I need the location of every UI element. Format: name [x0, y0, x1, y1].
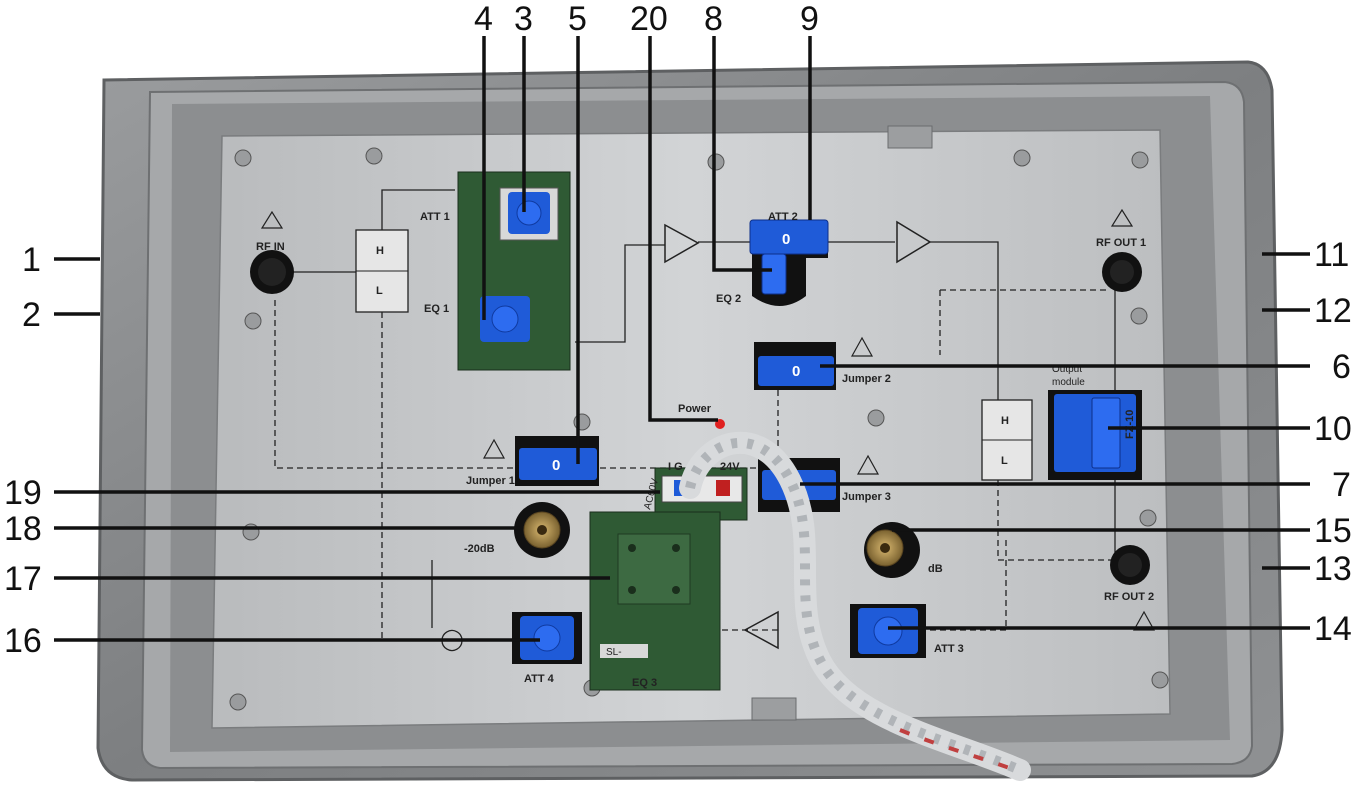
amplifier-symbols: [664, 220, 932, 650]
callout-7: 7: [1332, 466, 1351, 504]
rf-out1-label: RF OUT 1: [1096, 237, 1146, 249]
callout-9: 9: [800, 0, 819, 38]
att1-eq1-board: ATT 1 EQ 1: [420, 171, 571, 371]
callout-19: 19: [4, 474, 42, 512]
eq1-label: EQ 1: [424, 303, 449, 315]
jumper2-value: 0: [792, 363, 800, 380]
callout-15: 15: [1314, 512, 1352, 550]
att4-label: ATT 4: [524, 673, 555, 685]
att3-module: ATT 3: [850, 604, 964, 658]
att4-module: ATT 4: [512, 612, 582, 685]
eq2-label: EQ 2: [716, 293, 741, 305]
callout-13: 13: [1314, 550, 1352, 588]
jumper1-label: Jumper 1: [466, 475, 515, 487]
diplexer-right: H L: [981, 399, 1033, 481]
test-point-right-label: dB: [928, 563, 943, 575]
rf-in-label: RF IN: [256, 241, 285, 253]
callout-10: 10: [1314, 410, 1352, 448]
callout-20: 20: [630, 0, 668, 38]
callout-16: 16: [4, 622, 42, 660]
jumper2-label: Jumper 2: [842, 373, 891, 385]
att2-label: ATT 2: [768, 211, 798, 223]
callout-2: 2: [22, 296, 41, 334]
callout-3: 3: [514, 0, 533, 38]
power-in-mid: I G: [668, 461, 683, 473]
rf-out2-port: RF OUT 2: [1104, 545, 1156, 631]
callout-18: 18: [4, 510, 42, 548]
diplexer-right-h: H: [1001, 415, 1009, 427]
output-module-label-2: module: [1052, 377, 1085, 388]
callout-6: 6: [1332, 348, 1351, 386]
eq3-board: SL- EQ 3: [589, 511, 721, 691]
att2-value: 0: [782, 231, 790, 248]
diplexer-left-h: H: [376, 245, 384, 257]
power-cable: [679, 431, 1031, 781]
jumper3-label: Jumper 3: [842, 491, 891, 503]
callout-numbers: 1 2 19 18 17 16 4 3 5 20 8 9 11 12 6 10 …: [4, 0, 1352, 660]
att3-label: ATT 3: [934, 643, 964, 655]
test-point-right: dB: [864, 522, 943, 578]
callout-12: 12: [1314, 292, 1352, 330]
power-input-terminal: I G 24V AC60V: [642, 461, 748, 521]
callout-17: 17: [4, 560, 42, 598]
output-module-code: FZ-10: [1124, 410, 1136, 439]
callout-5: 5: [568, 0, 587, 38]
power-label: Power: [678, 403, 712, 415]
jumper1-module: 0 Jumper 1: [466, 436, 599, 487]
diplexer-right-l: L: [1001, 455, 1008, 467]
jumper1-value: 0: [552, 457, 560, 474]
eq3-tag: SL-: [606, 647, 622, 658]
output-module-label-1: Output: [1052, 364, 1082, 375]
callout-1: 1: [22, 241, 41, 279]
rf-out2-label: RF OUT 2: [1104, 591, 1154, 603]
jumper2-module: 0 Jumper 2: [754, 336, 891, 390]
att1-label: ATT 1: [420, 211, 450, 223]
screws: [229, 147, 1169, 711]
callout-lines: [54, 36, 1310, 642]
callout-14: 14: [1314, 610, 1352, 648]
callout-11: 11: [1314, 236, 1349, 274]
callout-8: 8: [704, 0, 723, 38]
output-module: Output module FZ-10: [1048, 364, 1142, 480]
diplexer-left-l: L: [376, 285, 383, 297]
test-point-left: -20dB: [464, 502, 570, 558]
power-in-right: 24V: [720, 461, 740, 473]
diplexer-left: H L: [355, 229, 409, 313]
rf-out1-port: RF OUT 1: [1096, 208, 1146, 292]
rf-in-port: RF IN: [250, 210, 294, 294]
callout-4: 4: [474, 0, 493, 38]
eq3-label: EQ 3: [632, 677, 657, 689]
att2-eq2-module: 0 ATT 2 EQ 2: [716, 211, 829, 306]
test-point-left-label: -20dB: [464, 543, 495, 555]
